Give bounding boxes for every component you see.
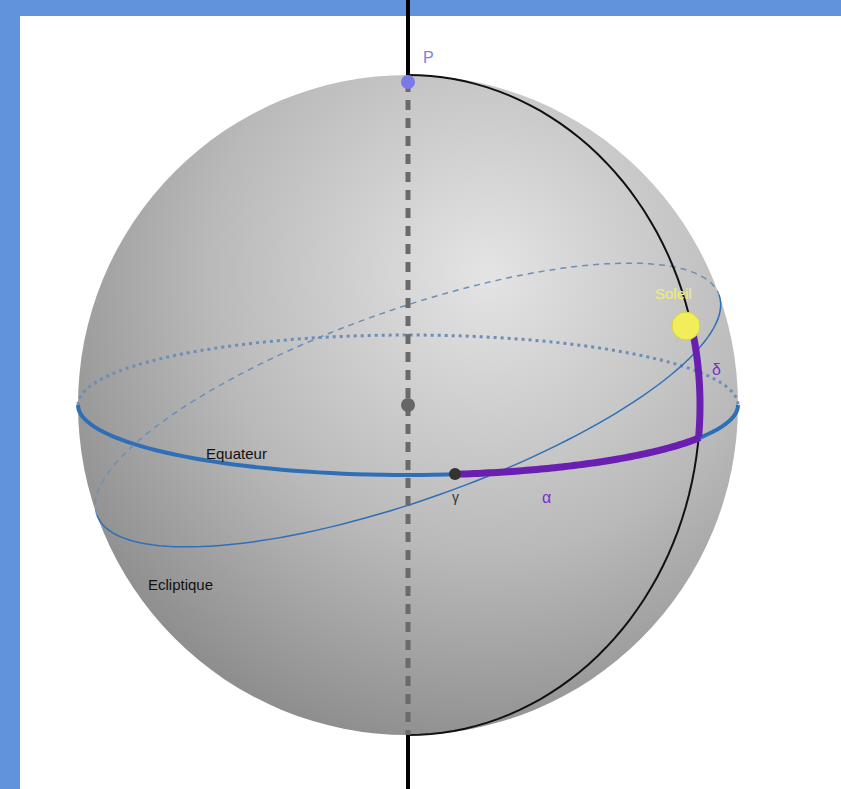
ecliptic-front (97, 295, 721, 547)
sun-label: Soleil (655, 286, 692, 301)
vernal-point (449, 468, 461, 480)
delta-arc (692, 326, 700, 437)
axis (406, 0, 410, 75)
panel (20, 16, 841, 789)
center-dot (401, 398, 415, 412)
ecliptic-label: Ecliptique (148, 577, 213, 592)
alpha-arc (455, 438, 700, 475)
declination-label: δ (712, 362, 721, 378)
right-ascension-label: α (542, 490, 551, 506)
vernal-point-label: γ (452, 490, 459, 504)
axis (406, 735, 410, 789)
pole-dot (401, 75, 415, 89)
pole-label: P (423, 50, 434, 66)
sun (672, 312, 700, 340)
equator-label: Equateur (206, 446, 267, 461)
meridian (408, 75, 700, 735)
sphere (78, 75, 738, 735)
